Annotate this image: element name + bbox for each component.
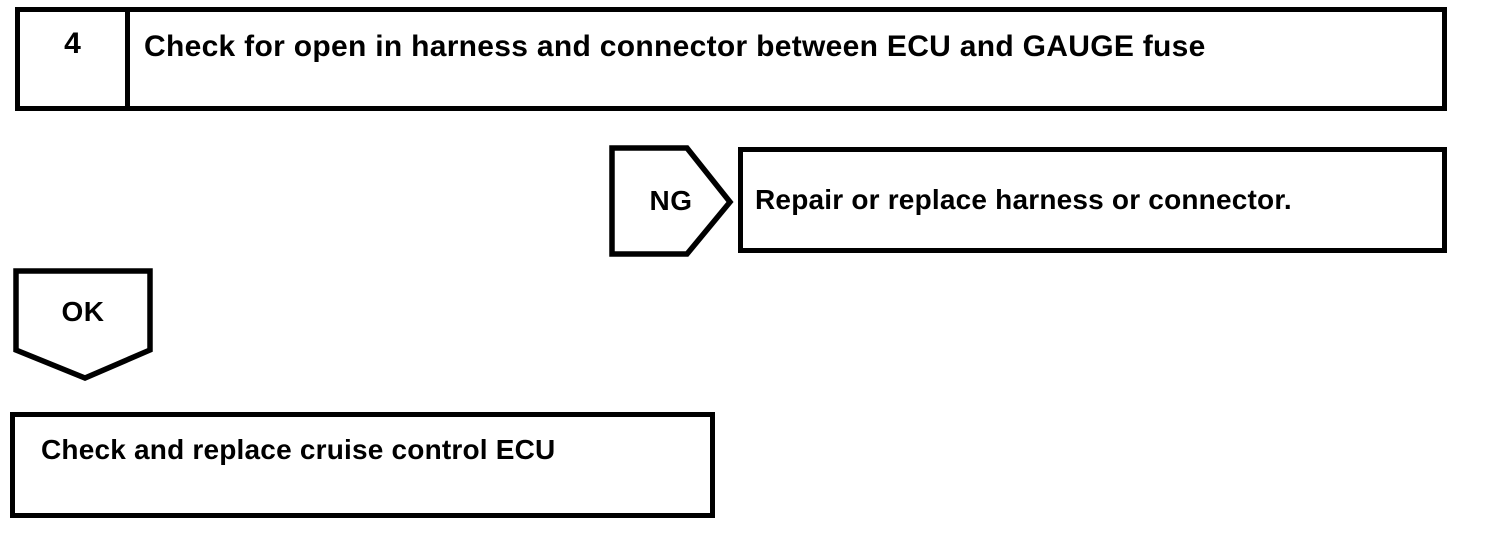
- ng-label: NG: [649, 185, 693, 216]
- ok-connector: OK: [13, 268, 155, 383]
- ok-label: OK: [61, 296, 105, 327]
- ng-arrow-icon: [609, 145, 734, 257]
- final-action-text: Check and replace cruise control ECU: [41, 434, 556, 465]
- step-instruction: Check for open in harness and connector …: [144, 30, 1206, 63]
- ng-action-box: Repair or replace harness or connector.: [738, 147, 1447, 253]
- ng-action-text: Repair or replace harness or connector.: [755, 184, 1292, 215]
- step-number: 4: [64, 27, 81, 60]
- step-number-cell: 4: [20, 12, 130, 106]
- ok-arrow-shape: [13, 268, 153, 381]
- ng-arrow-shape: [609, 145, 734, 257]
- ng-connector: NG: [609, 145, 734, 257]
- ok-arrow-icon: [13, 268, 153, 381]
- final-action-box: Check and replace cruise control ECU: [10, 412, 715, 518]
- step-box: 4 Check for open in harness and connecto…: [15, 7, 1447, 111]
